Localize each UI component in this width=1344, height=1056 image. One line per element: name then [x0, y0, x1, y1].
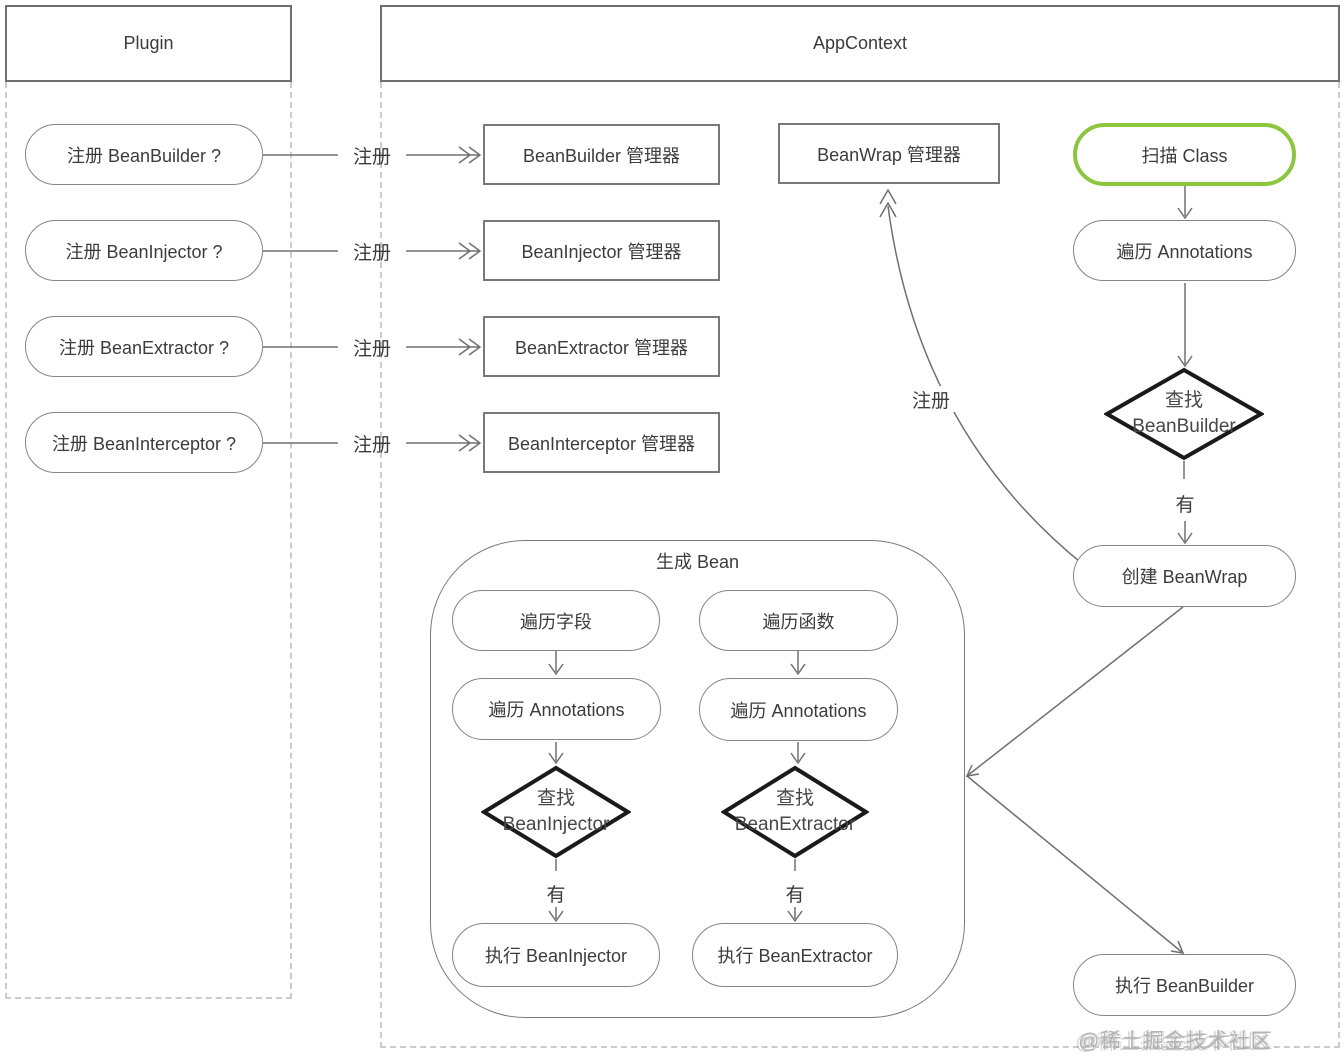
- decision-find-beanextractor-label: 查找 BeanExtractor: [721, 765, 869, 859]
- decision-find-beaninjector-label: 查找 BeanInjector: [481, 765, 631, 859]
- node-exec-beanextractor: 执行 BeanExtractor: [692, 923, 898, 987]
- decision-label-line2: BeanExtractor: [734, 814, 856, 835]
- gen-flow-arrows: [548, 651, 806, 923]
- node-register-beaninjector: 注册 BeanInjector ?: [25, 220, 263, 281]
- decision-find-beaninjector: 查找 BeanInjector: [481, 765, 631, 859]
- diamond-shape: [481, 765, 631, 859]
- plugin-header: Plugin: [5, 5, 292, 82]
- register-curve-arrow: [879, 188, 1086, 567]
- node-scan-class: 扫描 Class: [1073, 123, 1296, 186]
- edge-label-yes-beaninjector: 有: [546, 884, 566, 906]
- register-arrows: [263, 146, 482, 452]
- junction-arrows: [965, 606, 1185, 954]
- decision-label-line2: BeanInjector: [502, 814, 610, 835]
- node-register-beanextractor: 注册 BeanExtractor ?: [25, 316, 263, 377]
- node-beaninterceptor-manager: BeanInterceptor 管理器: [483, 412, 720, 473]
- node-register-beaninterceptor: 注册 BeanInterceptor ?: [25, 412, 263, 473]
- plugin-container-body: [5, 82, 292, 999]
- node-iterate-fields: 遍历字段: [452, 590, 660, 651]
- decision-label-line1: 查找: [1164, 390, 1203, 411]
- edge-label-yes-beanextractor: 有: [785, 884, 805, 906]
- decision-find-beanbuilder-label: 查找 BeanBuilder: [1104, 367, 1264, 461]
- plugin-title: Plugin: [123, 33, 174, 53]
- diamond-shape: [721, 765, 869, 859]
- node-beanwrap-manager: BeanWrap 管理器: [778, 123, 1000, 184]
- scan-flow-arrows: [1177, 186, 1193, 545]
- node-exec-beanbuilder: 执行 BeanBuilder: [1073, 954, 1296, 1016]
- gen-bean-title: 生成 Bean: [655, 552, 740, 572]
- diamond-shape: [1104, 367, 1264, 461]
- edge-label-register-3: 注册: [352, 338, 391, 360]
- edge-label-register-1: 注册: [352, 146, 391, 168]
- decision-label-line1: 查找: [536, 788, 575, 809]
- appcontext-header: AppContext: [380, 5, 1340, 82]
- node-register-beanbuilder: 注册 BeanBuilder ?: [25, 124, 263, 185]
- node-iterate-annotations-top: 遍历 Annotations: [1073, 220, 1296, 281]
- node-iterate-annotations-methods: 遍历 Annotations: [699, 678, 898, 741]
- node-iterate-annotations-fields: 遍历 Annotations: [452, 678, 661, 740]
- node-beaninjector-manager: BeanInjector 管理器: [483, 220, 720, 281]
- watermark: @稀土掘金技术社区: [1078, 1030, 1272, 1053]
- node-create-beanwrap: 创建 BeanWrap: [1073, 545, 1296, 607]
- node-beanbuilder-manager: BeanBuilder 管理器: [483, 124, 720, 185]
- appcontext-title: AppContext: [812, 33, 908, 53]
- appcontext-container-body: [380, 82, 1340, 1048]
- edge-label-register-2: 注册: [352, 242, 391, 264]
- node-iterate-methods: 遍历函数: [699, 590, 898, 651]
- node-beanextractor-manager: BeanExtractor 管理器: [483, 316, 720, 377]
- edge-label-register-curve: 注册: [907, 386, 956, 412]
- decision-label-line1: 查找: [775, 788, 814, 809]
- decision-find-beanextractor: 查找 BeanExtractor: [721, 765, 869, 859]
- edge-label-register-4: 注册: [352, 434, 391, 456]
- node-exec-beaninjector: 执行 BeanInjector: [452, 923, 660, 987]
- edge-label-yes-beanbuilder: 有: [1175, 494, 1195, 516]
- decision-find-beanbuilder: 查找 BeanBuilder: [1104, 367, 1264, 461]
- decision-label-line2: BeanBuilder: [1132, 416, 1236, 437]
